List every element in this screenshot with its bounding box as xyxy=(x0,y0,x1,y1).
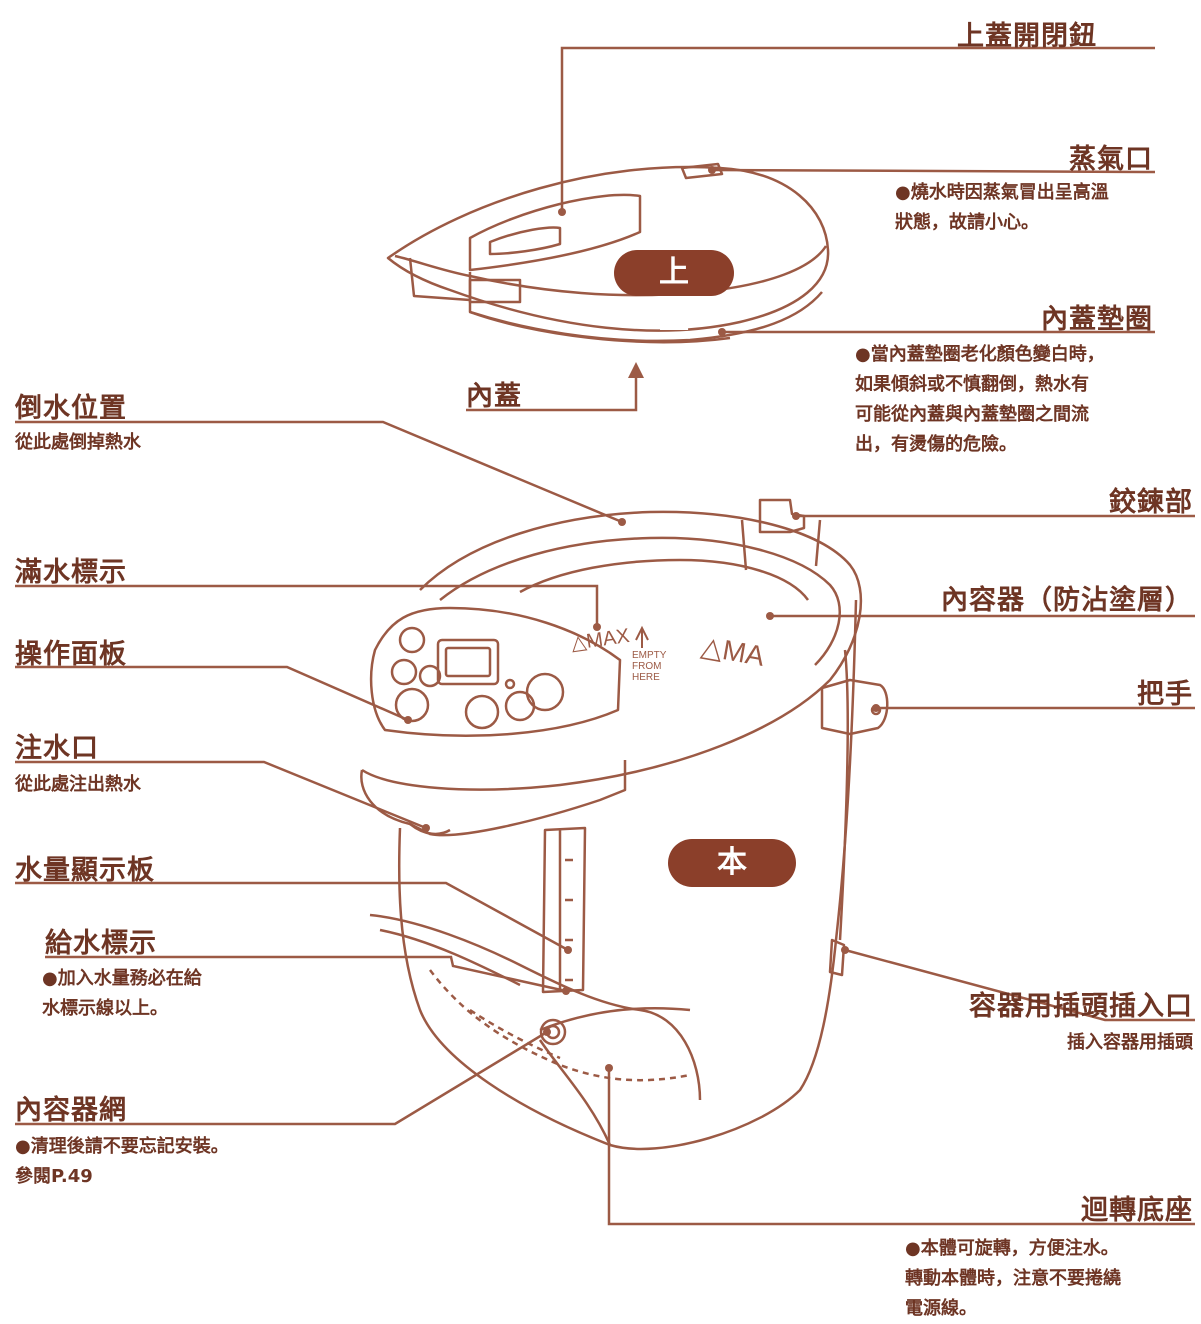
label-handle: 把手 xyxy=(1137,679,1193,710)
empty-line-2: FROM xyxy=(632,661,661,672)
label-full-mark: 滿水標示 xyxy=(15,557,127,588)
label-control-panel: 操作面板 xyxy=(15,639,127,670)
label-steam-vent: 蒸氣口 xyxy=(1069,144,1153,175)
label-inner-lid-gasket: 內蓋墊圈 xyxy=(1041,304,1153,335)
label-container-mesh: 內容器網 xyxy=(15,1095,127,1126)
note-steam-vent-text: ●燒水時因蒸氣冒出呈高溫 狀態，故請小心。 xyxy=(895,182,1109,233)
pot-body-illustration xyxy=(360,498,889,1151)
lid-pill: 上 蓋 xyxy=(614,250,734,336)
label-pour-position: 倒水位置 xyxy=(15,393,127,424)
note-inner-lid-gasket-text: ●當內蓋墊圈老化顏色變白時， 如果傾斜或不慎翻倒，熱水有 可能從內蓋與內蓋墊圈之… xyxy=(855,344,1105,455)
empty-line-3: HERE xyxy=(632,672,660,683)
note-appliance-plug-socket: 插入容器用插頭 xyxy=(1067,1032,1193,1053)
arrow-head xyxy=(628,362,644,378)
empty-line-1: EMPTY xyxy=(632,650,667,661)
note-container-mesh: ●清理後請不要忘記安裝。 參閱P.49 xyxy=(15,1132,229,1192)
note-inner-lid-gasket: ●當內蓋墊圈老化顏色變白時， 如果傾斜或不慎翻倒，熱水有 可能從內蓋與內蓋墊圈之… xyxy=(855,340,1105,460)
label-lid-button: 上蓋開閉鈕 xyxy=(957,21,1097,52)
note-swivel-base-text: ●本體可旋轉，方便注水。 轉動本體時，注意不要捲繞 電源線。 xyxy=(905,1238,1121,1319)
lid-illustration xyxy=(386,162,830,344)
pot-markings: △MAX △MA EMPTY FROM HERE xyxy=(570,625,768,683)
leader-dots xyxy=(404,166,880,1072)
max-mark: △MAX xyxy=(570,625,631,655)
note-refill-mark: ●加入水量務必在給 水標示線以上。 xyxy=(42,964,202,1024)
note-refill-mark-text: ●加入水量務必在給 水標示線以上。 xyxy=(42,968,202,1019)
note-container-mesh-text: ●清理後請不要忘記安裝。 參閱P.49 xyxy=(15,1136,229,1187)
note-swivel-base: ●本體可旋轉，方便注水。 轉動本體時，注意不要捲繞 電源線。 xyxy=(905,1234,1121,1324)
leader-lines xyxy=(15,46,1195,1226)
label-inner-container: 內容器（防沾塗層） xyxy=(941,585,1193,616)
body-pill: 本 體 xyxy=(668,839,796,928)
label-water-gauge: 水量顯示板 xyxy=(15,855,155,886)
label-spout: 注水口 xyxy=(15,733,99,764)
label-hinge: 鉸鍊部 xyxy=(1109,487,1193,518)
label-inner-lid: 內蓋 xyxy=(466,381,522,412)
label-swivel-base: 迴轉底座 xyxy=(1081,1195,1193,1226)
label-refill-mark: 給水標示 xyxy=(45,928,157,959)
note-spout: 從此處注出熱水 xyxy=(15,774,141,795)
arrow-up-icon xyxy=(635,625,649,648)
note-steam-vent: ●燒水時因蒸氣冒出呈高溫 狀態，故請小心。 xyxy=(895,178,1109,238)
note-pour-position: 從此處倒掉熱水 xyxy=(15,432,141,453)
label-appliance-plug-socket: 容器用插頭插入口 xyxy=(969,991,1193,1022)
max-mark-right: △MA xyxy=(699,630,767,672)
